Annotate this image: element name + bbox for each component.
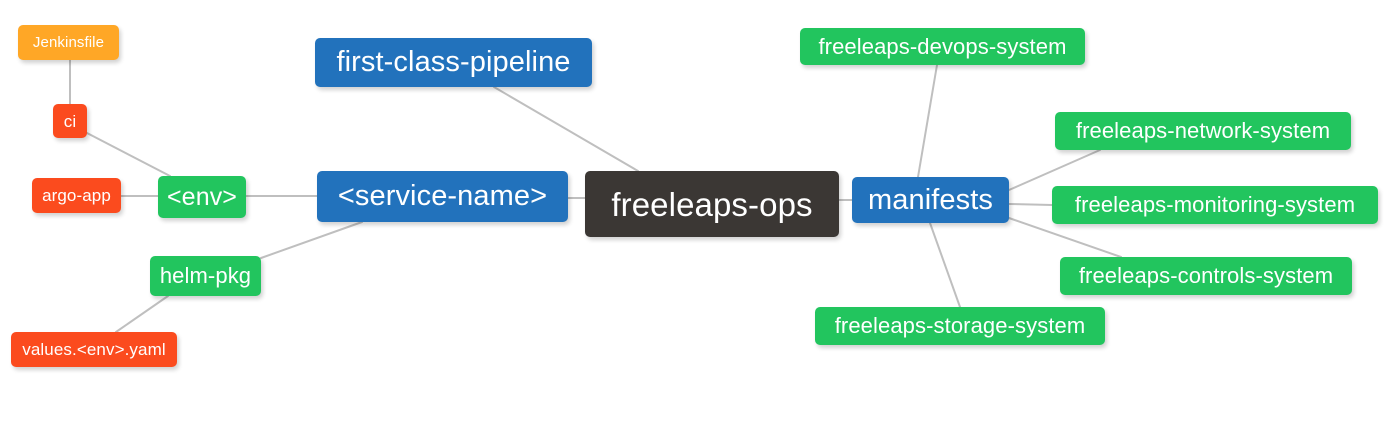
mindmap-node-values-env-yaml[interactable]: values.<env>.yaml — [11, 332, 177, 367]
mindmap-node-freeleaps-network-system[interactable]: freeleaps-network-system — [1055, 112, 1351, 150]
mindmap-edge — [1008, 149, 1101, 191]
mindmap-edge — [917, 64, 938, 178]
mindmap-node-ci[interactable]: ci — [53, 104, 87, 138]
mindmap-node-freeleaps-devops-system[interactable]: freeleaps-devops-system — [800, 28, 1085, 65]
mindmap-edge — [115, 295, 169, 333]
mindmap-node-freeleaps-monitoring-system[interactable]: freeleaps-monitoring-system — [1052, 186, 1378, 224]
mindmap-node-label: <env> — [166, 182, 237, 211]
mindmap-node-label: freeleaps-monitoring-system — [1074, 192, 1356, 217]
mindmap-node-jenkinsfile[interactable]: Jenkinsfile — [18, 25, 119, 60]
mindmap-edge — [1008, 203, 1053, 206]
mindmap-edge — [493, 86, 639, 172]
mindmap-node-label: freeleaps-ops — [611, 185, 813, 223]
mindmap-node-label: freeleaps-controls-system — [1078, 263, 1334, 288]
mindmap-edge — [86, 132, 171, 177]
mindmap-node-label: first-class-pipeline — [336, 46, 571, 78]
mindmap-node-label: freeleaps-network-system — [1075, 118, 1331, 143]
mindmap-node-label: ci — [63, 111, 77, 131]
mindmap-node-label: manifests — [868, 183, 993, 216]
mindmap-node-freeleaps-controls-system[interactable]: freeleaps-controls-system — [1060, 257, 1352, 295]
mindmap-node-label: helm-pkg — [159, 263, 252, 288]
mindmap-node-label: values.<env>.yaml — [22, 340, 166, 359]
mindmap-edge — [929, 222, 961, 308]
mindmap-node-service-name[interactable]: <service-name> — [317, 171, 568, 222]
mindmap-node-label: freeleaps-devops-system — [818, 33, 1067, 59]
mindmap-node-label: <service-name> — [337, 180, 548, 212]
mindmap-node-label: Jenkinsfile — [32, 34, 105, 51]
mindmap-node-freeleaps-ops[interactable]: freeleaps-ops — [585, 171, 839, 237]
mindmap-node-argo-app[interactable]: argo-app — [32, 178, 121, 213]
mindmap-node-manifests[interactable]: manifests — [852, 177, 1009, 223]
mindmap-edge — [260, 221, 363, 259]
mindmap-node-label: freeleaps-storage-system — [834, 313, 1086, 338]
mindmap-node-helm-pkg[interactable]: helm-pkg — [150, 256, 261, 296]
mindmap-node-env[interactable]: <env> — [158, 176, 246, 218]
mindmap-node-first-class-pipeline[interactable]: first-class-pipeline — [315, 38, 592, 87]
mindmap-node-freeleaps-storage-system[interactable]: freeleaps-storage-system — [815, 307, 1105, 345]
mindmap-node-label: argo-app — [42, 186, 111, 205]
